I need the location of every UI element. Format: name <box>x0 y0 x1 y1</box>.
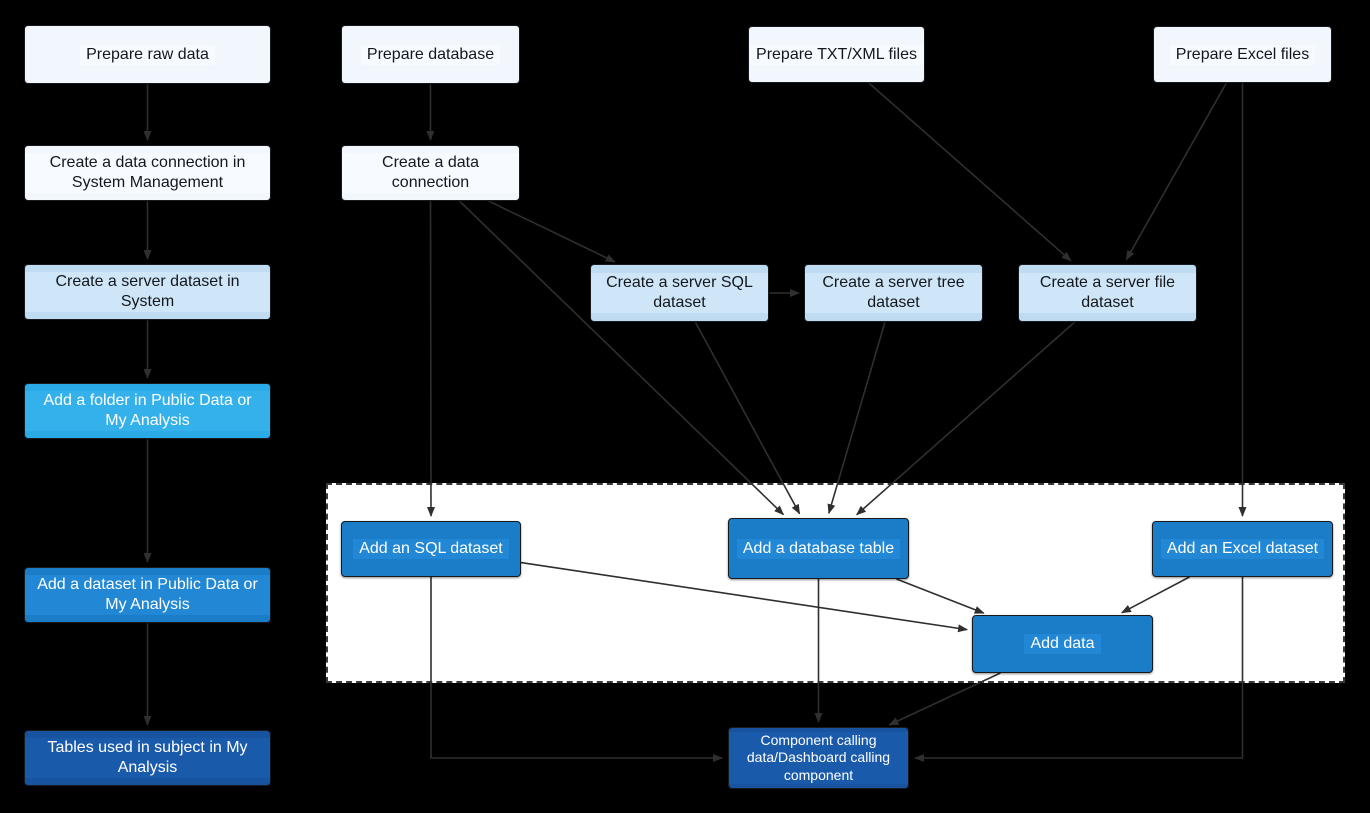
node-create-data-conn-sysmgmt[interactable]: Create a data connection in System Manag… <box>24 145 271 201</box>
node-add-sql-dataset[interactable]: Add an SQL dataset <box>341 521 521 577</box>
node-create-server-tree[interactable]: Create a server tree dataset <box>804 264 983 322</box>
node-add-database-table[interactable]: Add a database table <box>728 518 909 579</box>
node-label: Prepare database <box>360 44 501 65</box>
node-create-server-dataset[interactable]: Create a server dataset in System <box>24 264 271 320</box>
node-label: Add an Excel dataset <box>1160 539 1325 559</box>
node-add-folder[interactable]: Add a folder in Public Data or My Analys… <box>24 383 271 439</box>
node-label: Add data <box>1024 634 1101 654</box>
node-label: Create a data connection in System Manag… <box>25 153 270 193</box>
edge-create-data-connection-to-create-server-sql <box>488 200 616 263</box>
node-label: Add an SQL dataset <box>353 539 509 559</box>
node-create-data-connection[interactable]: Create a data connection <box>341 145 520 201</box>
edge-prepare-txt-xml-to-create-server-file <box>868 82 1072 262</box>
node-prepare-excel[interactable]: Prepare Excel files <box>1153 26 1332 83</box>
node-label: Add a database table <box>736 538 901 559</box>
node-label: Create a server file dataset <box>1019 273 1196 313</box>
node-label: Tables used in subject in My Analysis <box>25 738 270 778</box>
node-label: Create a data connection <box>342 153 519 193</box>
edge-prepare-excel-to-create-server-file <box>1125 82 1228 261</box>
node-label: Create a server SQL dataset <box>591 273 768 313</box>
edge-create-data-connection-to-add-sql-dataset <box>426 200 435 517</box>
node-label: Add a dataset in Public Data or My Analy… <box>25 575 270 615</box>
dashed-region-container <box>326 483 1345 683</box>
node-prepare-database[interactable]: Prepare database <box>341 25 520 84</box>
node-label: Component calling data/Dashboard calling… <box>729 731 908 785</box>
node-add-dataset[interactable]: Add a dataset in Public Data or My Analy… <box>24 567 271 623</box>
node-label: Prepare TXT/XML files <box>750 44 923 65</box>
node-add-excel-dataset[interactable]: Add an Excel dataset <box>1152 521 1333 577</box>
node-label: Create a server dataset in System <box>25 272 270 312</box>
node-tables-used[interactable]: Tables used in subject in My Analysis <box>24 730 271 786</box>
node-label: Prepare Excel files <box>1169 44 1316 65</box>
node-component-calling[interactable]: Component calling data/Dashboard calling… <box>728 727 909 789</box>
node-label: Add a folder in Public Data or My Analys… <box>25 391 270 431</box>
node-create-server-sql[interactable]: Create a server SQL dataset <box>590 264 769 322</box>
node-add-data[interactable]: Add data <box>972 615 1153 673</box>
node-label: Create a server tree dataset <box>805 273 982 313</box>
edge-create-data-connection-to-add-database-table <box>458 200 785 516</box>
node-prepare-txt-xml[interactable]: Prepare TXT/XML files <box>748 26 925 83</box>
node-label: Prepare raw data <box>80 44 215 65</box>
node-create-server-file[interactable]: Create a server file dataset <box>1018 264 1197 322</box>
node-prepare-raw-data[interactable]: Prepare raw data <box>24 25 271 84</box>
